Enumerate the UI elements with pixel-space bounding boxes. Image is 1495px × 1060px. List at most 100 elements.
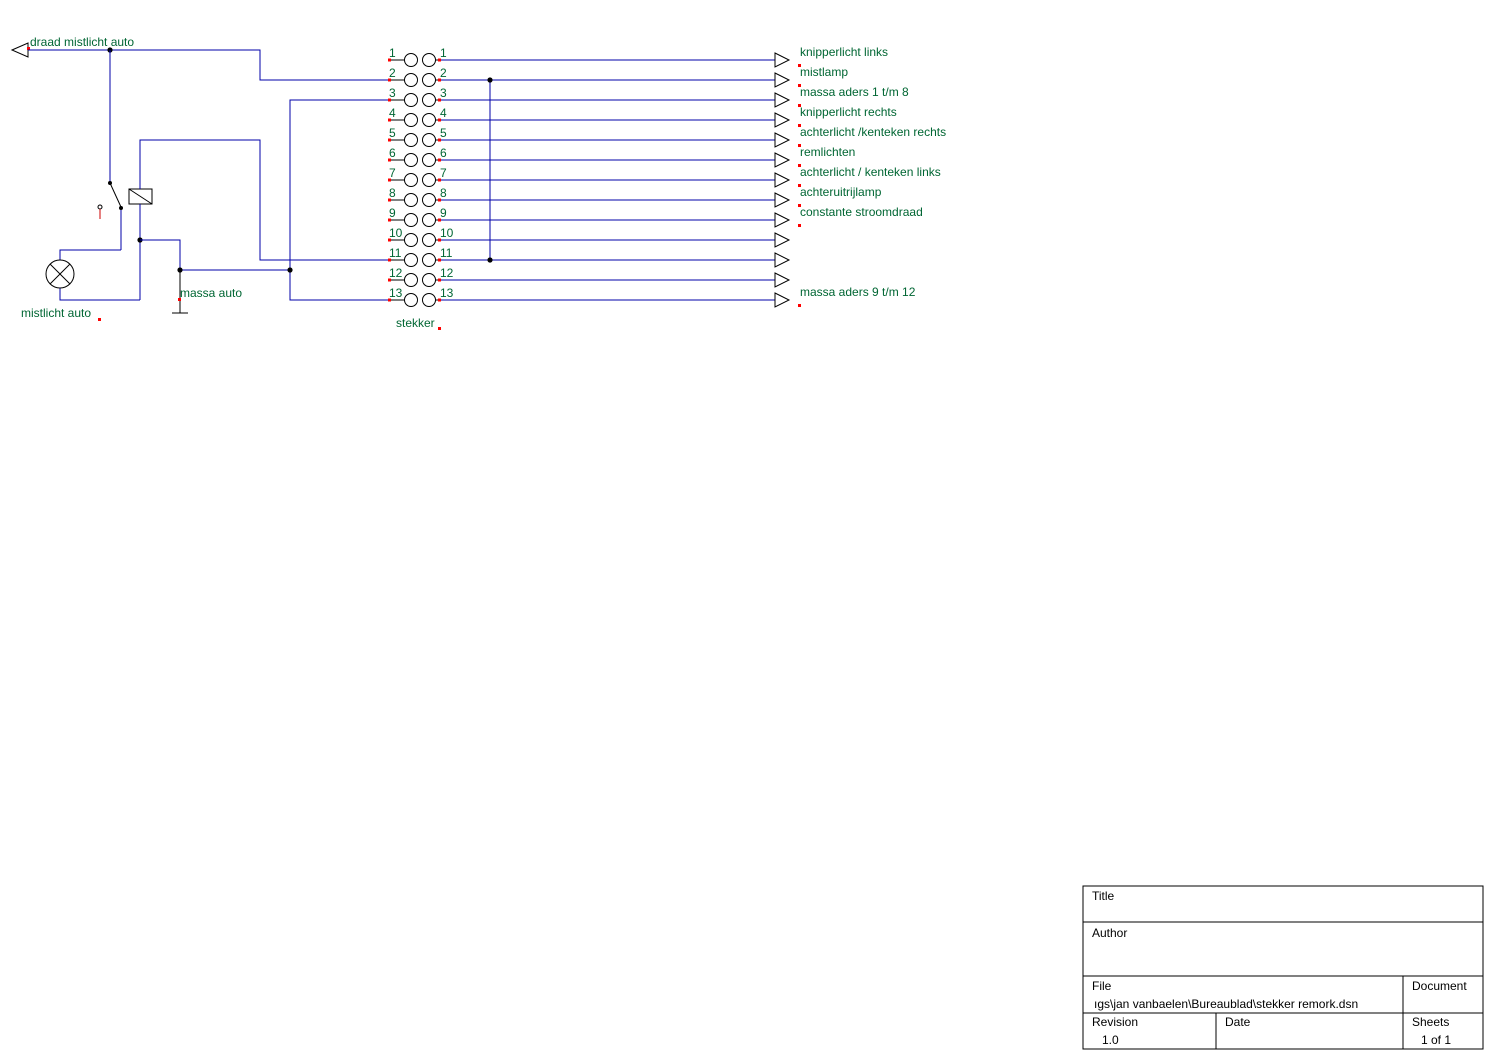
pin-number-right: 10 (440, 226, 454, 240)
left-circuit: draad mistlicht auto mass (10, 35, 390, 321)
pin-marker (388, 238, 391, 242)
output-port-arrow[interactable] (774, 112, 791, 128)
output-port-arrow[interactable] (774, 192, 791, 208)
contact-socket-icon[interactable] (404, 173, 418, 187)
pin-marker (388, 278, 391, 282)
output-port-arrow[interactable] (774, 132, 791, 148)
contact-socket-icon[interactable] (404, 93, 418, 107)
contact-socket-icon[interactable] (404, 153, 418, 167)
pin-marker (388, 258, 391, 262)
pin-number-left: 3 (389, 86, 396, 100)
output-port-arrow[interactable] (774, 92, 791, 108)
contact-socket-icon[interactable] (404, 133, 418, 147)
contact-pin-icon[interactable] (422, 213, 436, 227)
document-label: Document (1412, 979, 1467, 993)
output-label: achterlicht /kenteken rechts (800, 125, 946, 139)
ground-symbol[interactable] (172, 270, 188, 314)
pin-marker (798, 304, 801, 307)
sheets-value: 1 of 1 (1421, 1033, 1451, 1047)
output-port-arrow[interactable] (774, 152, 791, 168)
contact-pin-icon[interactable] (422, 233, 436, 247)
junction-dot (287, 267, 293, 273)
pin-number-left: 4 (389, 106, 396, 120)
contact-pin-icon[interactable] (422, 273, 436, 287)
pin-number-right: 5 (440, 126, 447, 140)
contact-socket-icon[interactable] (404, 293, 418, 307)
pin-marker (438, 158, 441, 162)
contact-pin-icon[interactable] (422, 73, 436, 87)
output-port-arrow[interactable] (774, 272, 791, 288)
pin-number-left: 8 (389, 186, 396, 200)
contact-socket-icon[interactable] (404, 73, 418, 87)
contact-pin-icon[interactable] (422, 193, 436, 207)
pin-marker (798, 164, 801, 167)
pin-number-left: 1 (389, 46, 396, 60)
pin-number-right: 12 (440, 266, 454, 280)
pin-marker (388, 78, 391, 82)
output-label: achteruitrijlamp (800, 185, 882, 199)
contact-socket-icon[interactable] (404, 213, 418, 227)
contact-pin-icon[interactable] (422, 93, 436, 107)
output-port-arrow[interactable] (774, 292, 791, 308)
output-label: achterlicht / kenteken links (800, 165, 941, 179)
pin-marker (798, 224, 801, 227)
lamp-icon[interactable] (45, 259, 75, 289)
ground-label: massa auto (180, 286, 242, 300)
pin-number-right: 13 (440, 286, 454, 300)
pin-number-right: 1 (440, 46, 447, 60)
pin-number-left: 2 (389, 66, 396, 80)
connector-row: 12 12 (388, 266, 791, 288)
pin-number-right: 8 (440, 186, 447, 200)
pin-marker (438, 298, 441, 302)
date-label: Date (1225, 1015, 1251, 1029)
top-port-arrow[interactable] (10, 42, 29, 58)
pin-number-right: 6 (440, 146, 447, 160)
relay-coil[interactable] (128, 188, 153, 205)
contact-socket-icon[interactable] (404, 113, 418, 127)
contact-socket-icon[interactable] (404, 233, 418, 247)
pin-marker (798, 104, 801, 107)
relay-switch[interactable] (97, 181, 123, 250)
pin-number-right: 4 (440, 106, 447, 120)
contact-socket-icon[interactable] (404, 253, 418, 267)
pin-marker (438, 278, 441, 282)
lamp-label: mistlicht auto (21, 306, 91, 320)
file-label: File (1092, 979, 1112, 993)
contact-pin-icon[interactable] (422, 53, 436, 67)
pin-number-right: 9 (440, 206, 447, 220)
output-port-arrow[interactable] (774, 172, 791, 188)
pin-marker (388, 98, 391, 102)
pin-marker (438, 118, 441, 122)
output-port-arrow[interactable] (774, 72, 791, 88)
output-label: massa aders 9 t/m 12 (800, 285, 916, 299)
contact-pin-icon[interactable] (422, 293, 436, 307)
contact-socket-icon[interactable] (404, 53, 418, 67)
pin-marker (388, 118, 391, 122)
contact-pin-icon[interactable] (422, 133, 436, 147)
output-label: knipperlicht rechts (800, 105, 897, 119)
output-port-arrow[interactable] (774, 252, 791, 268)
output-port-arrow[interactable] (774, 212, 791, 228)
pin-number-right: 11 (440, 246, 453, 260)
contact-pin-icon[interactable] (422, 113, 436, 127)
pin-number-left: 12 (389, 266, 403, 280)
pin-number-right: 7 (440, 166, 447, 180)
output-port-arrow[interactable] (774, 232, 791, 248)
contact-pin-icon[interactable] (422, 173, 436, 187)
contact-socket-icon[interactable] (404, 273, 418, 287)
pin-marker (438, 78, 441, 82)
revision-value: 1.0 (1102, 1033, 1119, 1047)
pin-marker (438, 138, 441, 142)
wire-top (28, 49, 390, 81)
contact-pin-icon[interactable] (422, 253, 436, 267)
contact-pin-icon[interactable] (422, 153, 436, 167)
output-port-arrow[interactable] (774, 52, 791, 68)
contact-socket-icon[interactable] (404, 193, 418, 207)
